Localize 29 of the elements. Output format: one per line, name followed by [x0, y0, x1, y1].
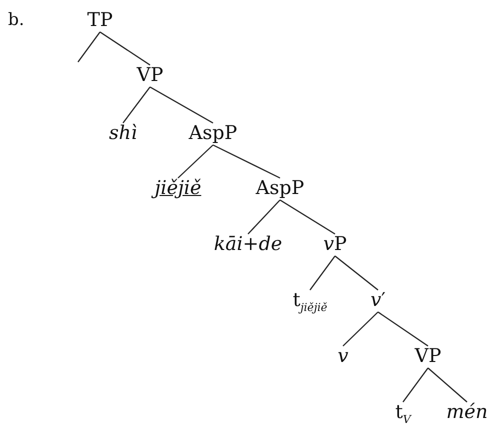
tree-node-label: AspP [254, 177, 306, 199]
branch-line [310, 256, 336, 290]
tree-node-label: vP [322, 233, 348, 255]
branch-line [150, 86, 214, 124]
tree-node-label: v′ [369, 289, 387, 311]
branch-line [100, 32, 150, 66]
tree-node-label: t$_{V}$ [394, 401, 412, 430]
branch-line [122, 86, 150, 124]
tree-node-label: VP [414, 345, 442, 367]
branch-line [178, 144, 214, 178]
branch-line [212, 144, 280, 179]
example-letter: b. [8, 10, 24, 30]
tree-node-label: VP [136, 64, 164, 86]
tree-node-label: kāi+de [212, 233, 284, 255]
tree-node-label: TP [86, 9, 114, 31]
tree-node-label: shì [108, 122, 138, 144]
branch-line [78, 32, 100, 62]
tree-node-label: jiějiě [154, 177, 202, 199]
branch-line [280, 200, 336, 234]
branch-line [248, 200, 280, 234]
tree-node-label: mén [445, 401, 489, 423]
branch-line [334, 256, 378, 290]
tree-node-label: v [336, 345, 350, 367]
branch-line [428, 368, 468, 402]
tree-node-label: t$_{jiějiě}$ [292, 289, 328, 319]
branch-line [378, 312, 428, 346]
branch-line [342, 312, 378, 346]
branch-line [402, 368, 428, 402]
tree-node-label: AspP [188, 122, 238, 144]
